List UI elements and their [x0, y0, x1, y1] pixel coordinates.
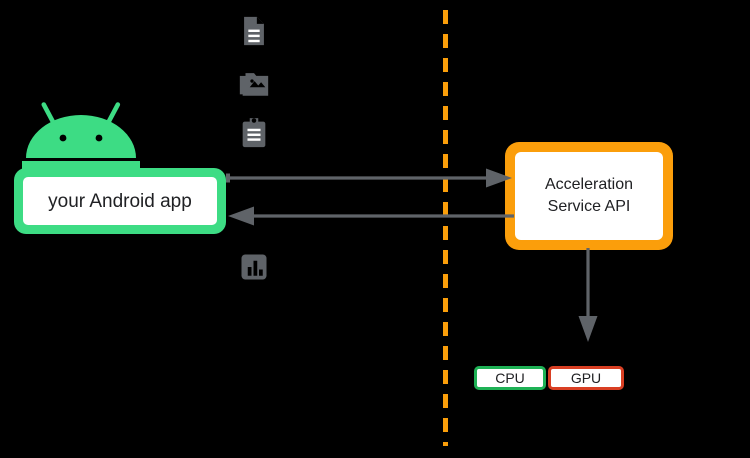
your-android-app-box-inner: your Android app [23, 177, 217, 225]
acceleration-service-api-label-line-2: Service API [547, 198, 631, 215]
your-android-app-box[interactable]: your Android app [14, 168, 226, 234]
chip-gpu-label: GPU [570, 370, 602, 386]
arrow-request [226, 168, 512, 188]
chip-gpu[interactable]: GPU [548, 366, 624, 390]
acceleration-service-api-box-inner: Acceleration Service API [515, 152, 663, 240]
bar-chart-icon [239, 252, 269, 282]
arrow-response [228, 206, 514, 226]
acceleration-service-api-box[interactable]: Acceleration Service API [505, 142, 673, 250]
chip-cpu-label: CPU [495, 370, 525, 386]
document-icon [237, 14, 271, 48]
your-android-app-label: your Android app [48, 190, 192, 212]
chip-cpu[interactable]: CPU [474, 366, 546, 390]
android-robot-logo [22, 98, 140, 170]
photos-icon [237, 66, 271, 100]
arrow-delegate [578, 248, 598, 342]
acceleration-service-api-label-line-1: Acceleration [544, 176, 634, 194]
clipboard-icon [237, 116, 271, 150]
device-service-boundary [443, 10, 448, 446]
